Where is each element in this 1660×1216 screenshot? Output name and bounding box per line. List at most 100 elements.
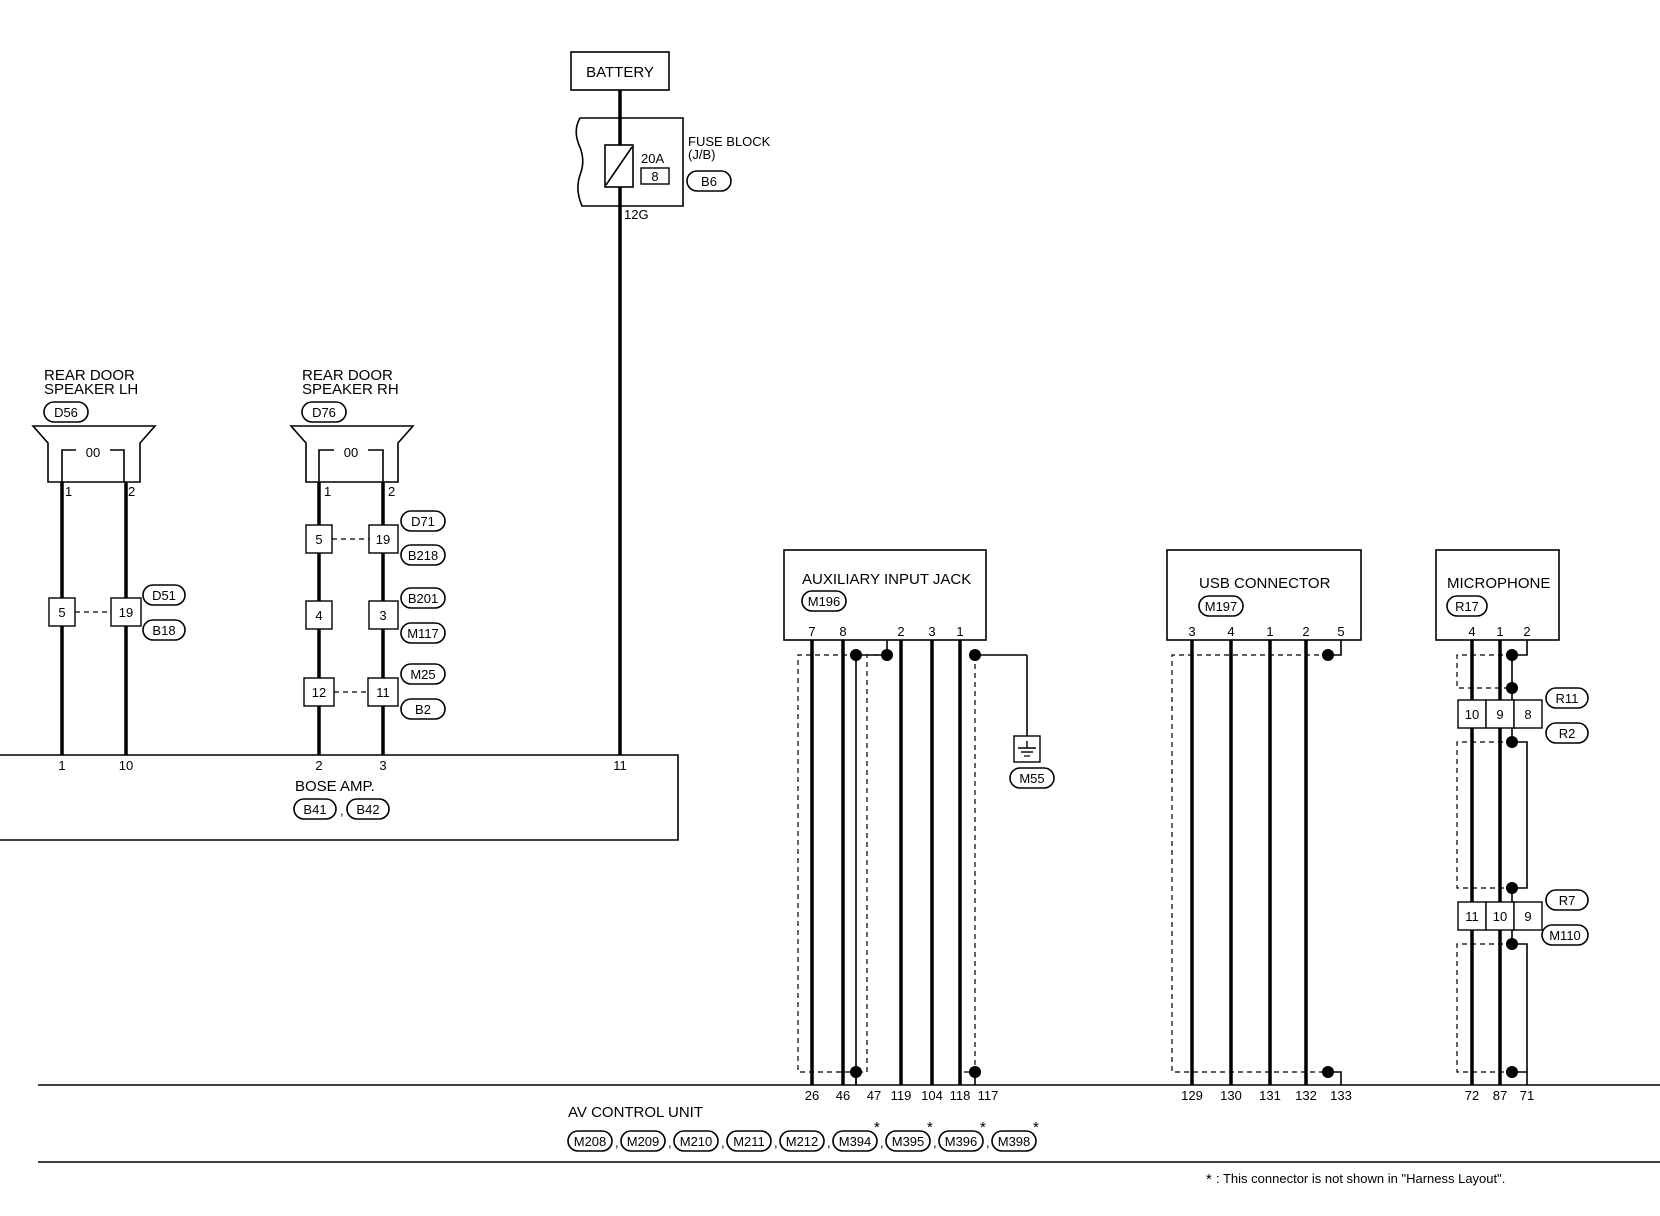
av-pin-132: 132 (1295, 1088, 1317, 1103)
svg-text:,: , (827, 1135, 831, 1150)
av-connector-m209: M209 , (620, 1130, 672, 1152)
connector-r2: R2 (1559, 726, 1576, 741)
av-connector-m394: M394 * , (832, 1119, 884, 1152)
av-pin-131: 131 (1259, 1088, 1281, 1103)
speaker-lh-pin-2: 2 (128, 484, 135, 499)
svg-text:5: 5 (58, 605, 65, 620)
speaker-lh-pin-1: 1 (65, 484, 72, 499)
svg-text:,: , (986, 1135, 990, 1150)
av-connector-m396: M396 * , (938, 1119, 990, 1152)
bose-amp-title: BOSE AMP. (295, 778, 375, 795)
ground-symbol: M55 (1009, 735, 1055, 789)
svg-text:11: 11 (376, 685, 390, 700)
mic-pin-2: 2 (1523, 624, 1530, 639)
av-control-unit: 26 46 47 119 104 118 117 129 130 131 132… (38, 1084, 1660, 1163)
connector-d71: D71 (411, 514, 435, 529)
svg-text:5: 5 (315, 532, 322, 547)
svg-text:,: , (933, 1135, 937, 1150)
footnote-text: : This connector is not shown in "Harnes… (1216, 1171, 1505, 1186)
av-pin-47: 47 (867, 1088, 881, 1103)
aux-jack-pin-1: 1 (956, 624, 963, 639)
speaker-lh-subtitle: SPEAKER LH (44, 381, 138, 398)
speaker-lh-title: REAR DOOR (44, 367, 135, 384)
battery-label: BATTERY (586, 64, 654, 81)
rear-door-speaker-lh: REAR DOOR SPEAKER LH D56 00 1 2 (31, 367, 157, 499)
fuse-rating: 20A (641, 151, 664, 166)
usb-pin-2: 2 (1302, 624, 1309, 639)
connector-b42: B42 (356, 802, 379, 817)
svg-text:,: , (721, 1135, 725, 1150)
speaker-rh-coil: 00 (344, 445, 358, 460)
usb-connector: USB CONNECTOR M197 3 4 1 2 5 (1166, 549, 1362, 641)
svg-text:,: , (668, 1135, 672, 1150)
bose-amp-pin-3: 3 (379, 758, 386, 773)
connector-d76: D76 (312, 405, 336, 420)
svg-text:*: * (927, 1119, 933, 1136)
speaker-rh-pin-2: 2 (388, 484, 395, 499)
aux-jack-pin-2: 2 (897, 624, 904, 639)
av-pin-133: 133 (1330, 1088, 1352, 1103)
av-connector-m211: M211 , (726, 1130, 778, 1152)
fuse-block: 20A 8 FUSE BLOCK (J/B) B6 12G (575, 117, 771, 222)
av-pin-129: 129 (1181, 1088, 1203, 1103)
av-connector-m212: M212 , (779, 1130, 831, 1152)
connector-m55: M55 (1019, 771, 1044, 786)
av-pin-119: 119 (891, 1088, 912, 1103)
rear-door-speaker-rh: REAR DOOR SPEAKER RH D76 00 1 2 (289, 367, 415, 499)
svg-text:10: 10 (1465, 707, 1479, 722)
svg-text:M395: M395 (892, 1134, 925, 1149)
joint-connector-rh-1: 5 19 D71 B218 (305, 510, 446, 566)
svg-text:*: * (874, 1119, 880, 1136)
fuse-terminal-label: 12G (624, 207, 649, 222)
svg-text:19: 19 (119, 605, 133, 620)
mic-joint-upper: 10 9 8 R11 R2 (1457, 687, 1589, 744)
svg-text:M396: M396 (945, 1134, 978, 1149)
usb-pin-3: 3 (1188, 624, 1195, 639)
av-pin-104: 104 (921, 1088, 943, 1103)
usb-pin-5: 5 (1337, 624, 1344, 639)
connector-r7: R7 (1559, 893, 1576, 908)
connector-b2: B2 (415, 702, 431, 717)
bose-amp-pin-1: 1 (58, 758, 65, 773)
connector-r11: R11 (1556, 691, 1579, 706)
svg-text:,: , (615, 1135, 619, 1150)
av-connector-m210: M210 , (673, 1130, 725, 1152)
svg-text:*: * (1033, 1119, 1039, 1136)
av-control-unit-title: AV CONTROL UNIT (568, 1104, 703, 1121)
svg-text:9: 9 (1524, 909, 1531, 924)
svg-text:M209: M209 (627, 1134, 660, 1149)
av-pin-87: 87 (1493, 1088, 1507, 1103)
connector-m110: M110 (1549, 928, 1581, 943)
connector-m196: M196 (808, 594, 841, 609)
joint-connector-rh-2: 4 3 B201 M117 (305, 587, 446, 644)
av-pin-46: 46 (836, 1088, 850, 1103)
microphone-title: MICROPHONE (1447, 575, 1550, 592)
svg-text:M212: M212 (786, 1134, 819, 1149)
av-pin-26: 26 (805, 1088, 819, 1103)
connector-b41: B41 (303, 802, 326, 817)
svg-text:,: , (774, 1135, 778, 1150)
svg-text:M208: M208 (574, 1134, 607, 1149)
fuse-number: 8 (651, 169, 658, 184)
svg-text:M398: M398 (998, 1134, 1031, 1149)
connector-d56: D56 (54, 405, 78, 420)
aux-jack-pin-3: 3 (928, 624, 935, 639)
fuse-block-title: FUSE BLOCK (688, 134, 771, 149)
av-connector-m398: M398 * (991, 1119, 1039, 1152)
joint-connector-rh-3: 12 11 M25 B2 (303, 663, 446, 720)
svg-text:M394: M394 (839, 1134, 872, 1149)
usb-pin-1: 1 (1266, 624, 1273, 639)
av-pin-118: 118 (950, 1088, 971, 1103)
usb-pin-4: 4 (1227, 624, 1234, 639)
connector-b6: B6 (701, 174, 717, 189)
connector-m197: M197 (1205, 599, 1238, 614)
svg-text:11: 11 (1465, 909, 1479, 924)
svg-text:4: 4 (315, 608, 322, 623)
connector-r17: R17 (1455, 599, 1479, 614)
battery: BATTERY (570, 51, 670, 91)
aux-jack-pin-8: 8 (839, 624, 846, 639)
mic-joint-lower: 11 10 9 R7 M110 (1457, 889, 1589, 946)
footnote: * : This connector is not shown in "Harn… (1206, 1171, 1505, 1188)
svg-text:12: 12 (312, 685, 326, 700)
mic-pin-1: 1 (1496, 624, 1503, 639)
